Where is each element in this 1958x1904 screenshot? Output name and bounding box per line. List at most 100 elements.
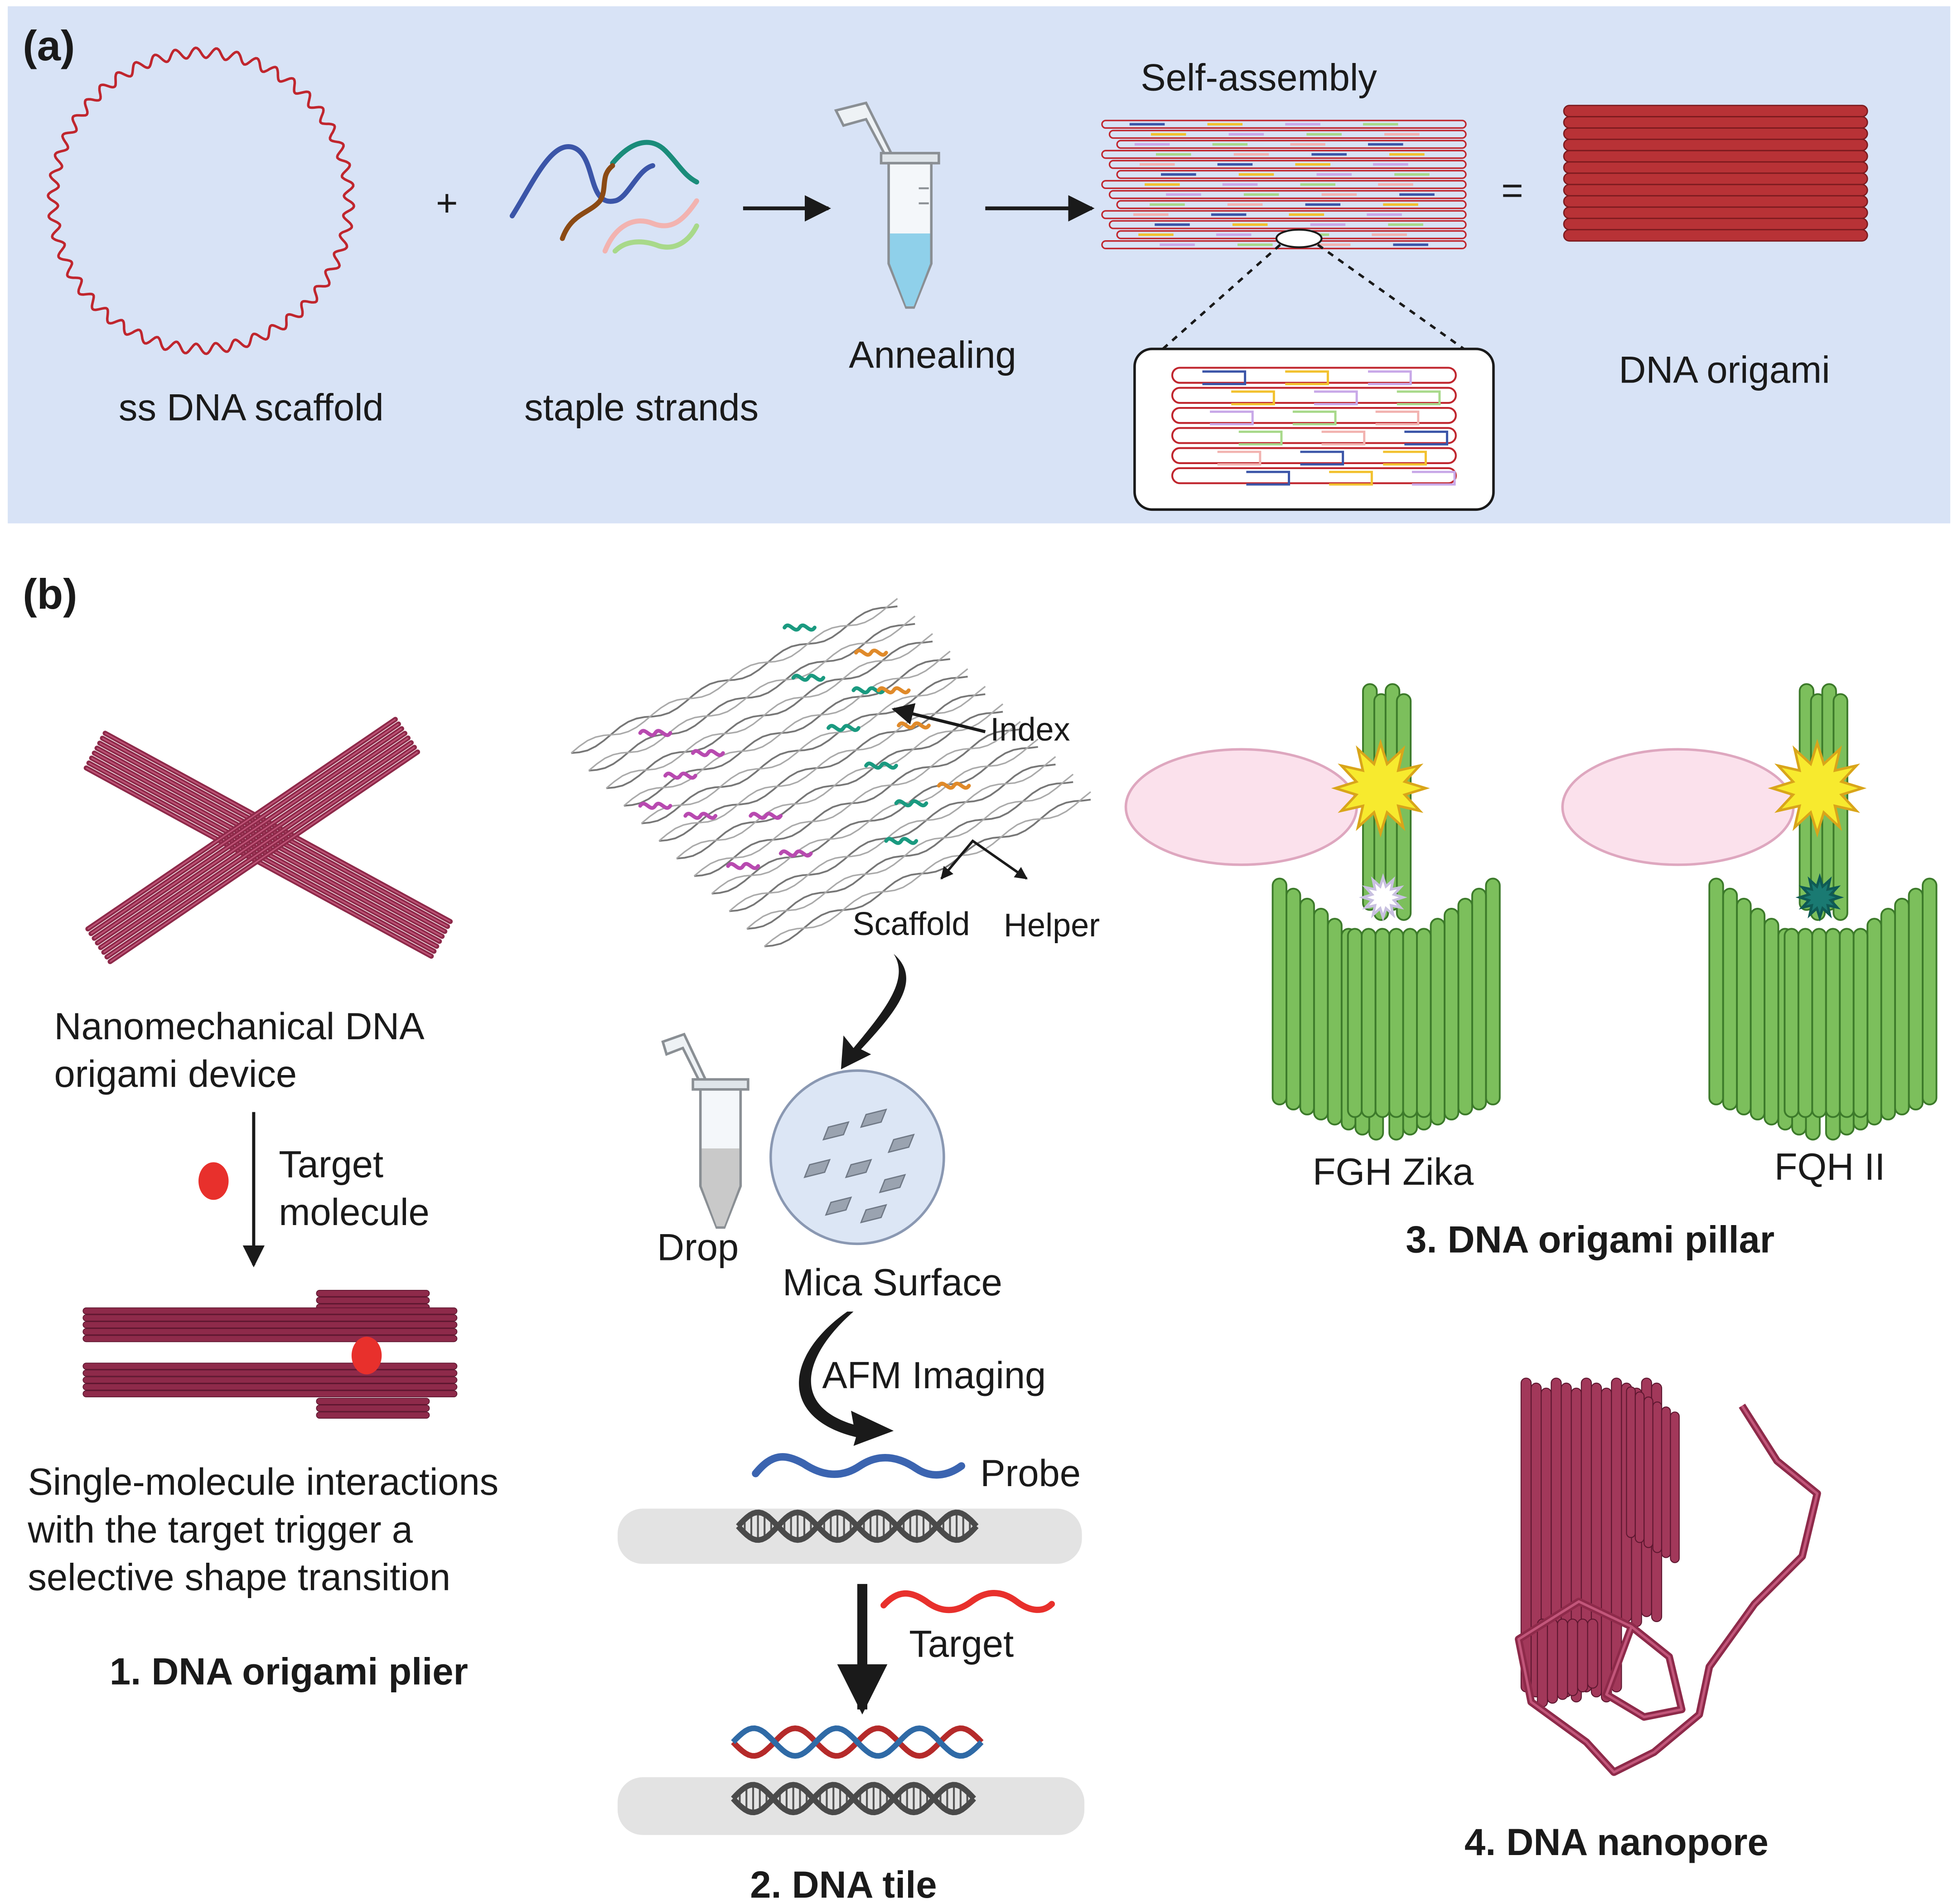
nanopore-lower-rod [1587,1618,1598,1689]
pillar-center-rod [1416,928,1432,1118]
tile-helix-strand [711,746,1038,895]
pillar-right-leg-rod [1485,877,1501,1105]
pillar-center-rod [1361,928,1377,1118]
ss-dna-scaffold-circle [47,46,355,355]
pillar-left-label: FGH Zika [1313,1151,1474,1193]
probe-strand [752,1453,966,1479]
nanopore-lower-rod [1557,1618,1568,1700]
nanopore-back-rod [1626,1386,1636,1538]
origami-helix [1563,150,1868,163]
index-staple-mark [638,802,672,810]
mica-flake [822,1121,850,1141]
pillar-center-rod [1402,928,1418,1118]
mica-flake [887,1134,915,1153]
tile-helix-strand [747,781,1073,930]
panel-a-tag: (a) [23,22,75,69]
nanopore-title: 4. DNA nanopore [1465,1821,1769,1863]
assembly-strand [1101,150,1467,159]
inset-staple [1368,370,1412,385]
mica-flake [825,1196,852,1216]
staple-strands-icon [509,140,699,254]
dna-nanopore [1514,1377,1821,1776]
assembly-strand [1101,120,1467,129]
assembly-strand [1101,180,1467,189]
index-staple-mark [683,812,718,820]
scaffold-label: ss DNA scaffold [119,387,384,429]
origami-helix [1563,172,1868,185]
signal-star [1359,873,1407,922]
nanopore-tether-highlight [1517,1405,1819,1773]
bound-target-dot [351,1337,382,1375]
plier-helix-highlight [110,751,418,962]
nanopore-lower-rod [1547,1618,1558,1704]
tile-scaffold-label: Scaffold [853,906,970,942]
dna-origami-block [1563,105,1868,242]
tile-helix-strand [658,686,986,842]
inset-strand [1171,367,1457,384]
pillar-center-rod [1347,928,1363,1118]
mica-surface-circle [769,1069,945,1245]
tile-helix-strand [605,633,933,789]
closed-plier-helix [82,1390,458,1398]
tile-target-label: Target [909,1623,1014,1665]
closed-plier-helix [82,1335,458,1342]
antibody-blob [1124,748,1358,866]
signal-star [1795,873,1844,922]
tile-helix-strand [571,605,898,754]
tile-title: 2. DNA tile [750,1864,937,1904]
index-staple-mark [691,749,725,757]
inset-staple [1285,370,1329,385]
index-staple-mark [851,686,886,694]
pillar-right-leg-rod [1880,908,1896,1121]
closed-plier-helix [316,1405,430,1412]
tile-helix-strand [729,756,1056,912]
plier-title: 1. DNA origami plier [110,1650,468,1692]
tile-helix-strand [711,738,1039,895]
helix-backbone [731,1725,984,1759]
inset-staple [1210,410,1254,426]
closed-plier-helix [82,1307,458,1315]
index-staple-mark [783,623,817,632]
tile-helix-strand [694,728,1021,877]
annealing-tube-icon [834,101,940,309]
index-staple-mark [726,862,760,870]
nanopore-rod [1600,1387,1612,1703]
closed-plier-helix [82,1321,458,1328]
pillar-right-label: FQH II [1774,1146,1885,1188]
helix-backbone [731,1782,977,1816]
inset-staple [1329,470,1373,486]
plier-device-label-1: Nanomechanical DNA [54,1005,425,1047]
assembly-strand [1108,220,1467,229]
plier-open-x [83,717,453,964]
plier-helix-highlight [102,737,448,927]
tile-helper-label: Helper [1004,907,1100,944]
pillar-center-rod [1811,928,1827,1118]
tile-helix-strand [623,650,951,807]
pillar-right-leg-rod [1443,908,1460,1121]
origami-helix [1563,195,1868,208]
curved-arrow-2 [799,1311,894,1446]
plier-helix-highlight [100,737,409,948]
inset-staple [1300,451,1344,466]
pillar-center-rod [1852,928,1869,1118]
nanopore-lower-rod [1577,1618,1588,1693]
plier-device-label-2: origami device [54,1053,297,1095]
pillar-center-rod [1825,928,1841,1118]
inset-staple [1238,431,1283,446]
index-staple-mark [884,837,919,845]
plus-sign: + [436,182,458,224]
nanopore-back-rod [1661,1406,1671,1558]
index-staple-mark [749,812,783,820]
closed-plier-helix [82,1362,458,1370]
tile-helix-strand [641,675,968,824]
inset-staple [1404,431,1448,446]
assembly-strand [1101,210,1467,219]
panel-a-background [8,6,1950,523]
pillar-left-leg-rod [1708,877,1724,1105]
zoom-region [1275,228,1323,248]
pillar-right-leg-rod [1430,918,1446,1126]
closed-plier-helix [82,1314,458,1322]
dna-helix-2 [731,1782,977,1816]
pillar-right-leg-rod [1471,887,1487,1110]
pillar-right-leg-rod [1922,877,1938,1105]
